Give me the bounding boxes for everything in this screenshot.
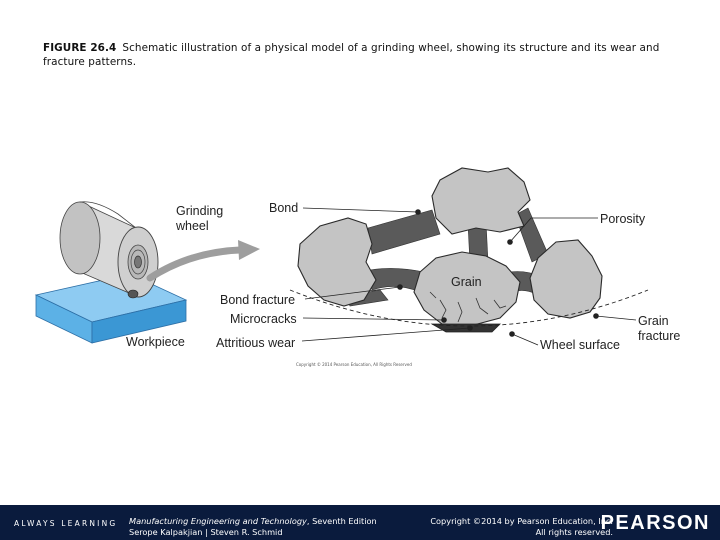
label-bond: Bond xyxy=(269,201,298,215)
always-learning-logo: ALWAYS LEARNING xyxy=(14,519,118,528)
book-edition: , Seventh Edition xyxy=(306,516,377,526)
label-bond-fracture: Bond fracture xyxy=(220,293,295,307)
grinding-wheel-diagram: Grinding wheel Workpiece Bond Porosity G… xyxy=(34,167,680,367)
label-microcracks: Microcracks xyxy=(230,312,297,326)
book-title-text: Manufacturing Engineering and Technology xyxy=(129,516,307,526)
book-authors: Serope Kalpakjian | Steven R. Schmid xyxy=(129,527,283,537)
label-grain-fracture-line2: fracture xyxy=(638,329,680,343)
label-grain: Grain xyxy=(451,275,482,289)
label-grinding-wheel-line1: Grinding xyxy=(176,204,223,218)
label-attritious-wear: Attritious wear xyxy=(216,336,295,350)
copyright-line-2: All rights reserved. xyxy=(535,527,613,537)
label-wheel-surface: Wheel surface xyxy=(540,338,620,352)
figure-copyright: Copyright © 2014 Pearson Education, All … xyxy=(296,362,412,367)
zoom-arrow xyxy=(146,240,260,282)
caption-text: Schematic illustration of a physical mod… xyxy=(43,42,660,68)
leader-lines xyxy=(301,207,637,346)
footer-bar: ALWAYS LEARNING Manufacturing Engineerin… xyxy=(0,505,720,540)
label-grinding-wheel-line2: wheel xyxy=(175,219,209,233)
figure-number: FIGURE 26.4 xyxy=(43,42,117,54)
microcracks-lines xyxy=(429,291,507,323)
wheel-surface-line xyxy=(289,289,649,327)
label-grain-fracture-line1: Grain xyxy=(638,314,669,328)
grain-right xyxy=(529,239,603,319)
pearson-logo: PEARSON xyxy=(600,512,710,534)
grain-left xyxy=(297,217,377,307)
abrasive-grains xyxy=(297,167,603,327)
grain-center xyxy=(413,251,521,327)
grinding-wheel-drawing xyxy=(59,201,159,299)
grain-top xyxy=(431,167,531,235)
book-title: Manufacturing Engineering and Technology… xyxy=(129,516,377,526)
copyright-line-1: Copyright ©2014 by Pearson Education, In… xyxy=(430,516,613,526)
label-workpiece: Workpiece xyxy=(126,335,185,349)
label-porosity: Porosity xyxy=(600,212,646,226)
